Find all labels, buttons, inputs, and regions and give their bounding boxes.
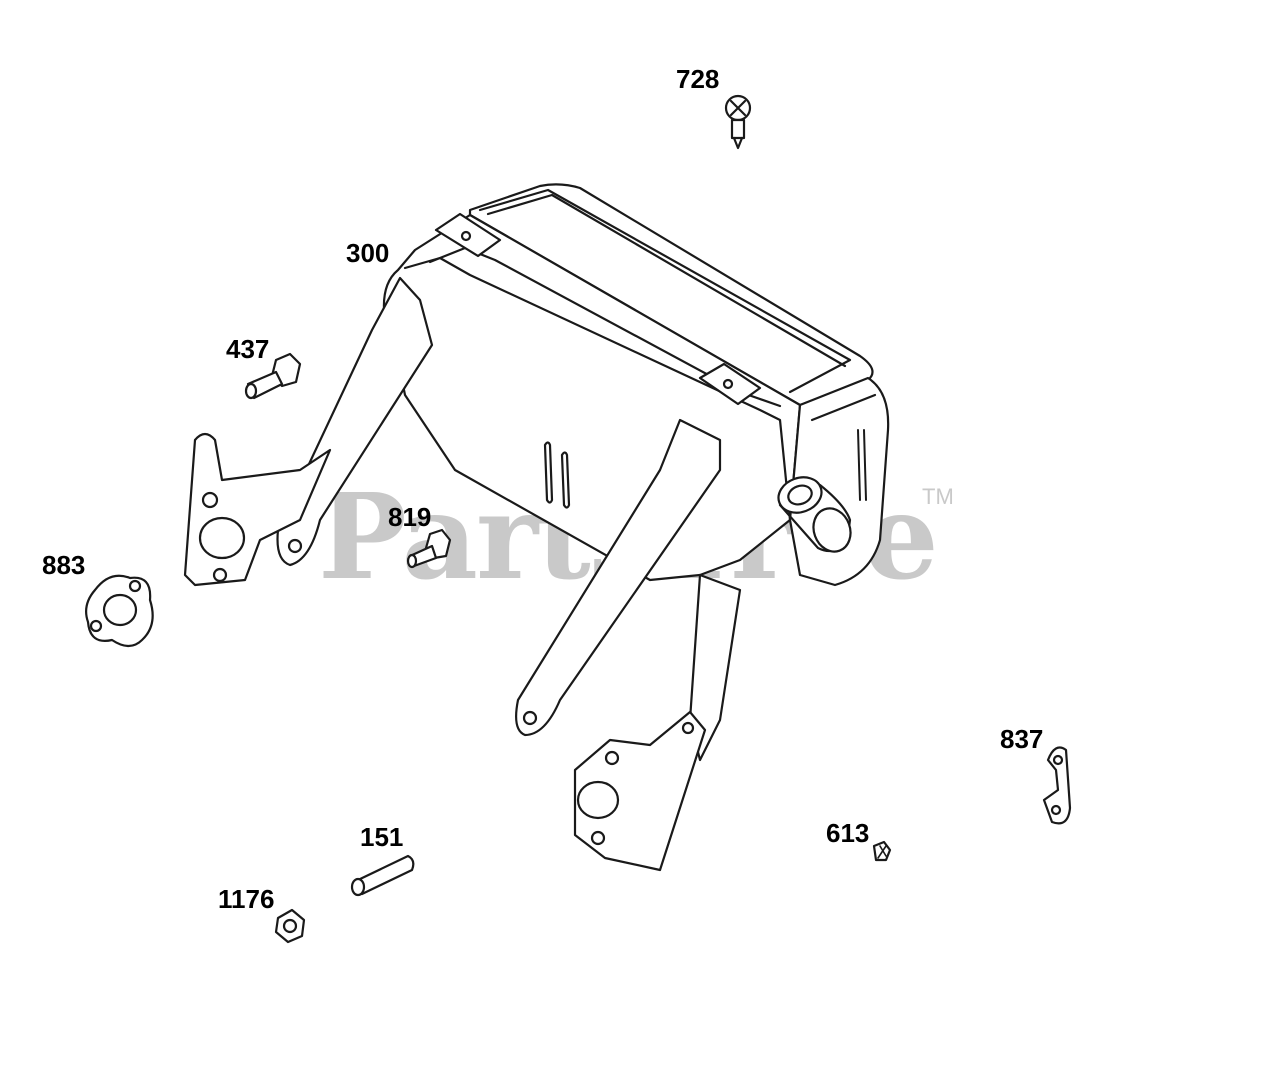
part-label-613[interactable]: 613 [826,818,870,848]
lock-plate-837[interactable] [1042,746,1072,825]
trademark-symbol: TM [922,484,954,509]
part-label-300[interactable]: 300 [346,238,390,268]
part-label-1176[interactable]: 1176 [218,884,275,914]
part-label-728[interactable]: 728 [676,64,720,94]
part-label-437[interactable]: 437 [226,334,270,364]
muffler-body[interactable] [183,183,890,872]
part-label-151[interactable]: 151 [360,822,404,852]
part-label-819[interactable]: 819 [388,502,432,532]
part-label-883[interactable]: 883 [42,550,86,580]
nut-1176[interactable] [274,908,306,944]
stud-151[interactable] [350,854,415,897]
screw-819[interactable] [406,528,452,569]
part-label-837[interactable]: 837 [1000,724,1044,754]
gasket-883[interactable] [85,574,154,648]
bolt-437[interactable] [244,352,302,400]
screw-613[interactable] [872,840,892,862]
screw-728[interactable] [724,94,752,150]
